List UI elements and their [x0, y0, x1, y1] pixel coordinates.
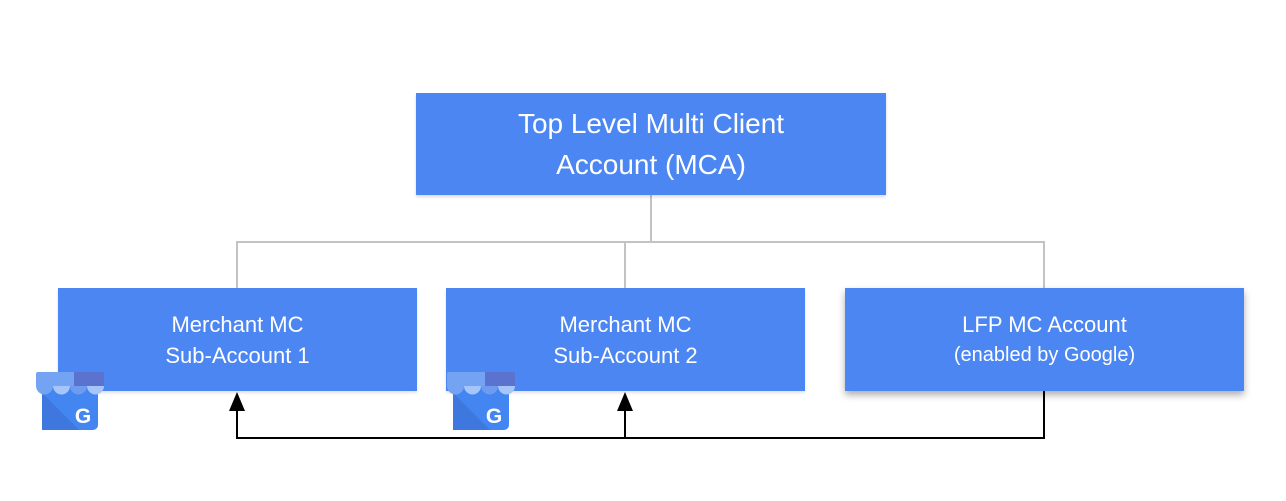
- gmb-icon-letter: G: [75, 405, 91, 428]
- node-label-line: LFP MC Account: [962, 311, 1127, 337]
- node-label-line: (enabled by Google): [953, 343, 1136, 366]
- google-my-business-icon: G: [36, 372, 104, 430]
- node-lfp-mc-account: LFP MC Account (enabled by Google): [845, 288, 1244, 391]
- node-label-line: Merchant MC: [559, 311, 692, 337]
- google-my-business-icon: G: [447, 372, 515, 430]
- tree-connectors: [236, 195, 1045, 288]
- arrowhead-sub2-icon: [617, 392, 633, 411]
- lfp-feed-connectors: [236, 391, 1045, 439]
- arrowhead-sub1-icon: [229, 392, 245, 411]
- node-label-line: Merchant MC: [171, 311, 304, 337]
- node-label-line: Sub-Account 1: [165, 342, 310, 368]
- node-label-line: Top Level Multi Client: [517, 108, 785, 139]
- gmb-icon-letter: G: [486, 405, 502, 428]
- node-top-level-mca: Top Level Multi Client Account (MCA): [416, 93, 886, 195]
- node-label-line: Sub-Account 2: [553, 342, 698, 368]
- node-merchant-sub-account-1: Merchant MC Sub-Account 1: [58, 288, 417, 391]
- node-label-line: Account (MCA): [556, 149, 746, 180]
